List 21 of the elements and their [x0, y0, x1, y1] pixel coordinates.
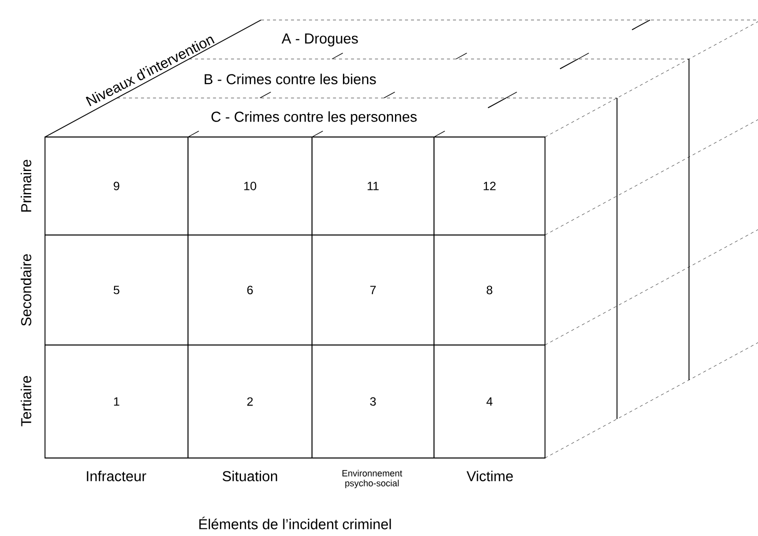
- table-cell: 10: [188, 136, 312, 236]
- table-cell: 3: [312, 344, 434, 458]
- table-cell: 11: [312, 136, 434, 236]
- column-header: Victime: [466, 470, 513, 482]
- table-cell: 2: [188, 344, 312, 458]
- row-header: Tertiaire: [20, 376, 32, 426]
- table-cell: 9: [44, 136, 188, 236]
- column-header: Situation: [222, 470, 278, 482]
- table-cell: 1: [44, 344, 188, 458]
- column-header: Environnement psycho-social: [342, 470, 402, 488]
- row-header: Primaire: [20, 160, 32, 212]
- layer-label: C - Crimes contre les personnes: [212, 111, 417, 125]
- table-cell: 7: [312, 234, 434, 346]
- table-cell: 6: [188, 234, 312, 346]
- row-header: Secondaire: [20, 254, 32, 326]
- table-cell: 12: [434, 136, 546, 236]
- table-cell: 8: [434, 234, 546, 346]
- axis-title: Éléments de l’incident criminel: [199, 516, 391, 530]
- table-cell: 4: [434, 344, 546, 458]
- table-cell: 5: [44, 234, 188, 346]
- layer-label: A - Drogues: [282, 34, 358, 46]
